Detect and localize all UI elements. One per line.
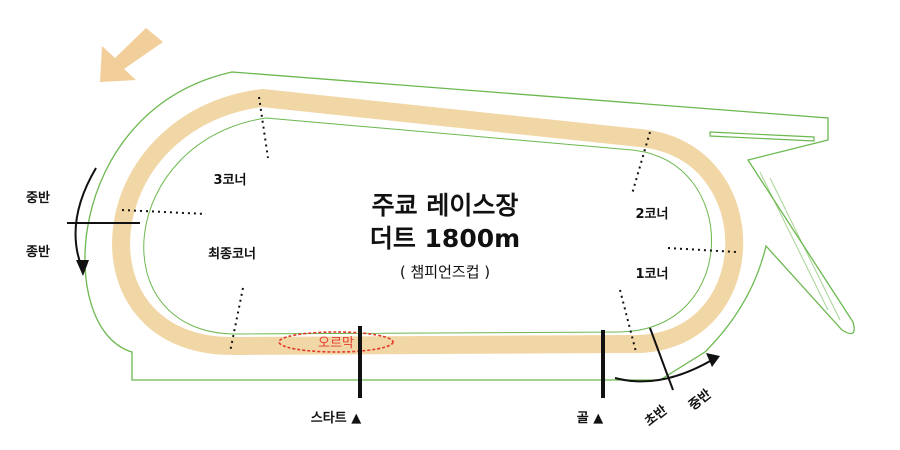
chute-lines — [759, 171, 841, 321]
corner-1-label: 1코너 — [636, 266, 669, 282]
inner-rail — [143, 117, 712, 335]
left-mid-label: 중반 — [26, 190, 50, 206]
chute-slot — [709, 131, 815, 142]
final-corner-label: 최종코너 — [208, 246, 256, 262]
corner-dividers — [121, 96, 737, 353]
left-phase-arrow-icon — [74, 167, 97, 276]
uphill-label: 오르막 — [318, 336, 354, 351]
start-label: 스타트 ▲ — [311, 410, 361, 426]
corner-2-label: 2코너 — [636, 206, 669, 222]
right-early-label: 초반 — [642, 402, 671, 429]
uphill-marker — [278, 331, 394, 353]
race-name: ( 챔피언즈컵 ) — [400, 263, 490, 281]
right-mid-label: 중반 — [686, 386, 715, 413]
corner-3-label: 3코너 — [214, 172, 247, 188]
dirt-track — [112, 89, 744, 355]
right-phase-line — [649, 327, 674, 391]
outer-rail — [84, 71, 855, 381]
goal-label: 골 ▲ — [577, 411, 603, 426]
left-late-label: 종반 — [26, 244, 50, 260]
venue-title: 주쿄 레이스장 — [372, 191, 519, 220]
distance-title: 더트 1800m — [370, 224, 520, 253]
direction-arrow-icon — [100, 28, 163, 82]
right-phase-arrow-icon — [614, 353, 720, 383]
